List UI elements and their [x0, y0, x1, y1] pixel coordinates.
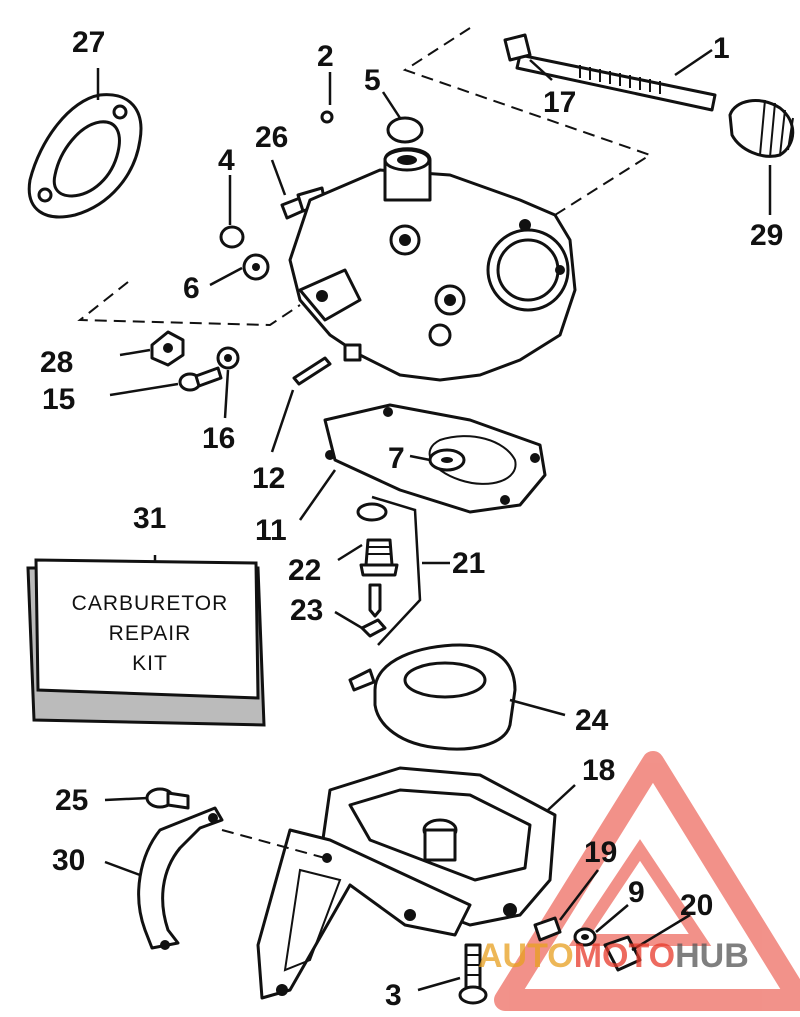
guide-shaft	[402, 27, 653, 216]
callout-20: 20	[680, 889, 713, 922]
callout-22: 22	[288, 554, 321, 587]
part-24-float	[348, 643, 517, 751]
callout-24: 24	[575, 704, 609, 737]
part-28-nut	[150, 330, 185, 367]
kit-label-line2: REPAIR	[109, 622, 192, 645]
watermark-moto: MOTO	[574, 937, 675, 975]
callout-6: 6	[183, 272, 200, 305]
callout-15: 15	[42, 383, 75, 416]
svg-text:AUTOMOTOHUB: AUTOMOTOHUB	[478, 937, 749, 975]
callout-17: 17	[543, 86, 576, 119]
part-23-needle	[360, 583, 387, 638]
part-25-screw	[145, 787, 190, 810]
callout-labels: 1 2 3 4 5 6 7 9 11 12 15 16 17 18 19 20 …	[40, 26, 783, 1012]
part-5-plug	[386, 116, 424, 144]
callout-26: 26	[255, 121, 288, 154]
callout-18: 18	[582, 754, 615, 787]
callout-19: 19	[584, 836, 617, 869]
callout-28: 28	[40, 346, 73, 379]
callout-11: 11	[255, 514, 287, 547]
kit-label-line3: KIT	[132, 652, 168, 675]
part-30-clamp	[137, 806, 224, 950]
watermark-hub: HUB	[675, 937, 749, 975]
watermark-auto: AUTO	[478, 937, 574, 975]
callout-4: 4	[218, 144, 235, 177]
callout-25: 25	[55, 784, 88, 817]
part-6-lockwasher	[242, 253, 270, 281]
part-19-jet	[533, 916, 562, 942]
callout-16: 16	[202, 422, 235, 455]
callout-5: 5	[364, 64, 381, 97]
callout-9: 9	[628, 876, 645, 909]
leader-lines	[96, 48, 772, 992]
part-1-shaft	[503, 33, 717, 112]
carburetor-body	[288, 147, 577, 382]
part-7-clip	[428, 448, 466, 472]
watermark-text: AUTOMOTOHUB	[478, 937, 749, 975]
part-16-washer	[216, 346, 240, 370]
part-2-ball	[320, 110, 334, 124]
guide-linkage	[77, 281, 301, 327]
callout-29: 29	[750, 219, 783, 252]
callout-7: 7	[388, 442, 405, 475]
part-4-plug	[219, 225, 245, 249]
callout-23: 23	[290, 594, 323, 627]
callout-30: 30	[52, 844, 85, 877]
callout-3: 3	[385, 979, 402, 1012]
part-15-screw	[178, 366, 223, 392]
callout-21: 21	[452, 547, 485, 580]
part-31-repair-kit: CARBURETOR REPAIR KIT	[26, 558, 266, 727]
callout-1: 1	[713, 32, 730, 65]
kit-label-line1: CARBURETOR	[72, 592, 229, 615]
callout-2: 2	[317, 40, 334, 73]
watermark-logo	[494, 751, 800, 1011]
part-12-pin	[292, 356, 332, 386]
bracket-21	[371, 495, 422, 646]
part-3-screw	[458, 943, 488, 1005]
part-20-plug	[603, 935, 642, 972]
part-22-needle-seat	[356, 502, 399, 577]
callout-12: 12	[252, 462, 285, 495]
callout-27: 27	[72, 26, 105, 59]
callout-31: 31	[133, 502, 166, 535]
part-18-float-bowl	[256, 766, 557, 1000]
part-27-gasket	[27, 93, 143, 219]
part-29-knob	[728, 99, 795, 158]
part-9-gasket	[573, 927, 597, 947]
